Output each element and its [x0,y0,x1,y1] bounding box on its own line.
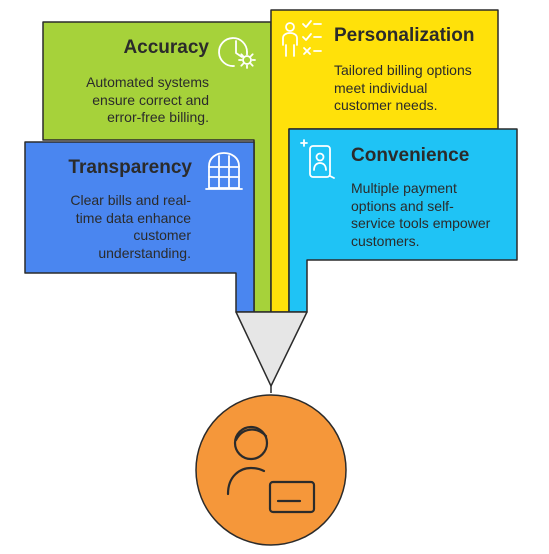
personalization-title: Personalization [334,25,475,46]
mobile-user-icon [300,139,335,179]
person-checklist-icon [282,20,322,57]
customer-card-icon [226,425,316,514]
personalization-line: Tailored billing options [334,62,472,78]
personalization-description: Tailored billing options meet individual… [334,62,472,115]
transparency-line: understanding. [98,244,191,261]
clock-gear-icon [218,37,256,69]
transparency-description: Clear bills and real- time data enhance … [70,192,191,262]
accuracy-line: ensure correct and [92,91,209,108]
convenience-title: Convenience [351,145,470,166]
funnel [235,311,308,387]
personalization-line: customer needs. [334,97,438,113]
customer-circle [195,394,347,546]
transparency-line: customer [133,227,191,243]
transparency-line: time data enhance [75,209,191,226]
transparency-line: Clear bills and real- [70,192,191,208]
accuracy-line: error-free billing. [107,109,209,125]
convenience-line: Multiple payment [351,180,457,196]
accuracy-line: Automated systems [86,74,209,90]
accuracy-description: Automated systems ensure correct and err… [86,74,209,127]
convenience-description: Multiple payment options and self- servi… [351,180,490,250]
personalization-line: meet individual [334,79,428,96]
convenience-line: service tools empower [351,215,491,231]
convenience-line: customers. [351,232,420,249]
window-icon [205,152,243,190]
accuracy-title: Accuracy [123,37,209,58]
convenience-line: options and self- [351,197,454,214]
transparency-title: Transparency [68,157,192,178]
